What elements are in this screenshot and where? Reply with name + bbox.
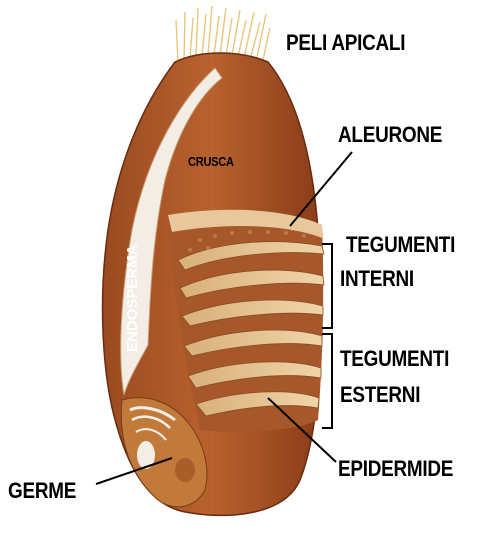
label-epidermide: EPIDERMIDE [338,456,453,482]
label-peli-apicali: PELI APICALI [286,30,405,56]
label-endosperma: ENDOSPERMA [124,244,141,352]
tegumenti-interni-bracket [322,244,332,328]
label-tegumenti-esterni-1: TEGUMENTI [340,346,449,372]
label-tegumenti-esterni-2: ESTERNI [340,382,420,408]
tegumenti-esterni-bracket [322,334,332,428]
label-tegumenti-interni-2: INTERNI [340,266,414,292]
label-germe: GERME [8,478,76,504]
label-crusca: CRUSCA [188,154,234,169]
label-tegumenti-interni-1: TEGUMENTI [346,232,455,258]
label-aleurone: ALEURONE [338,122,442,148]
